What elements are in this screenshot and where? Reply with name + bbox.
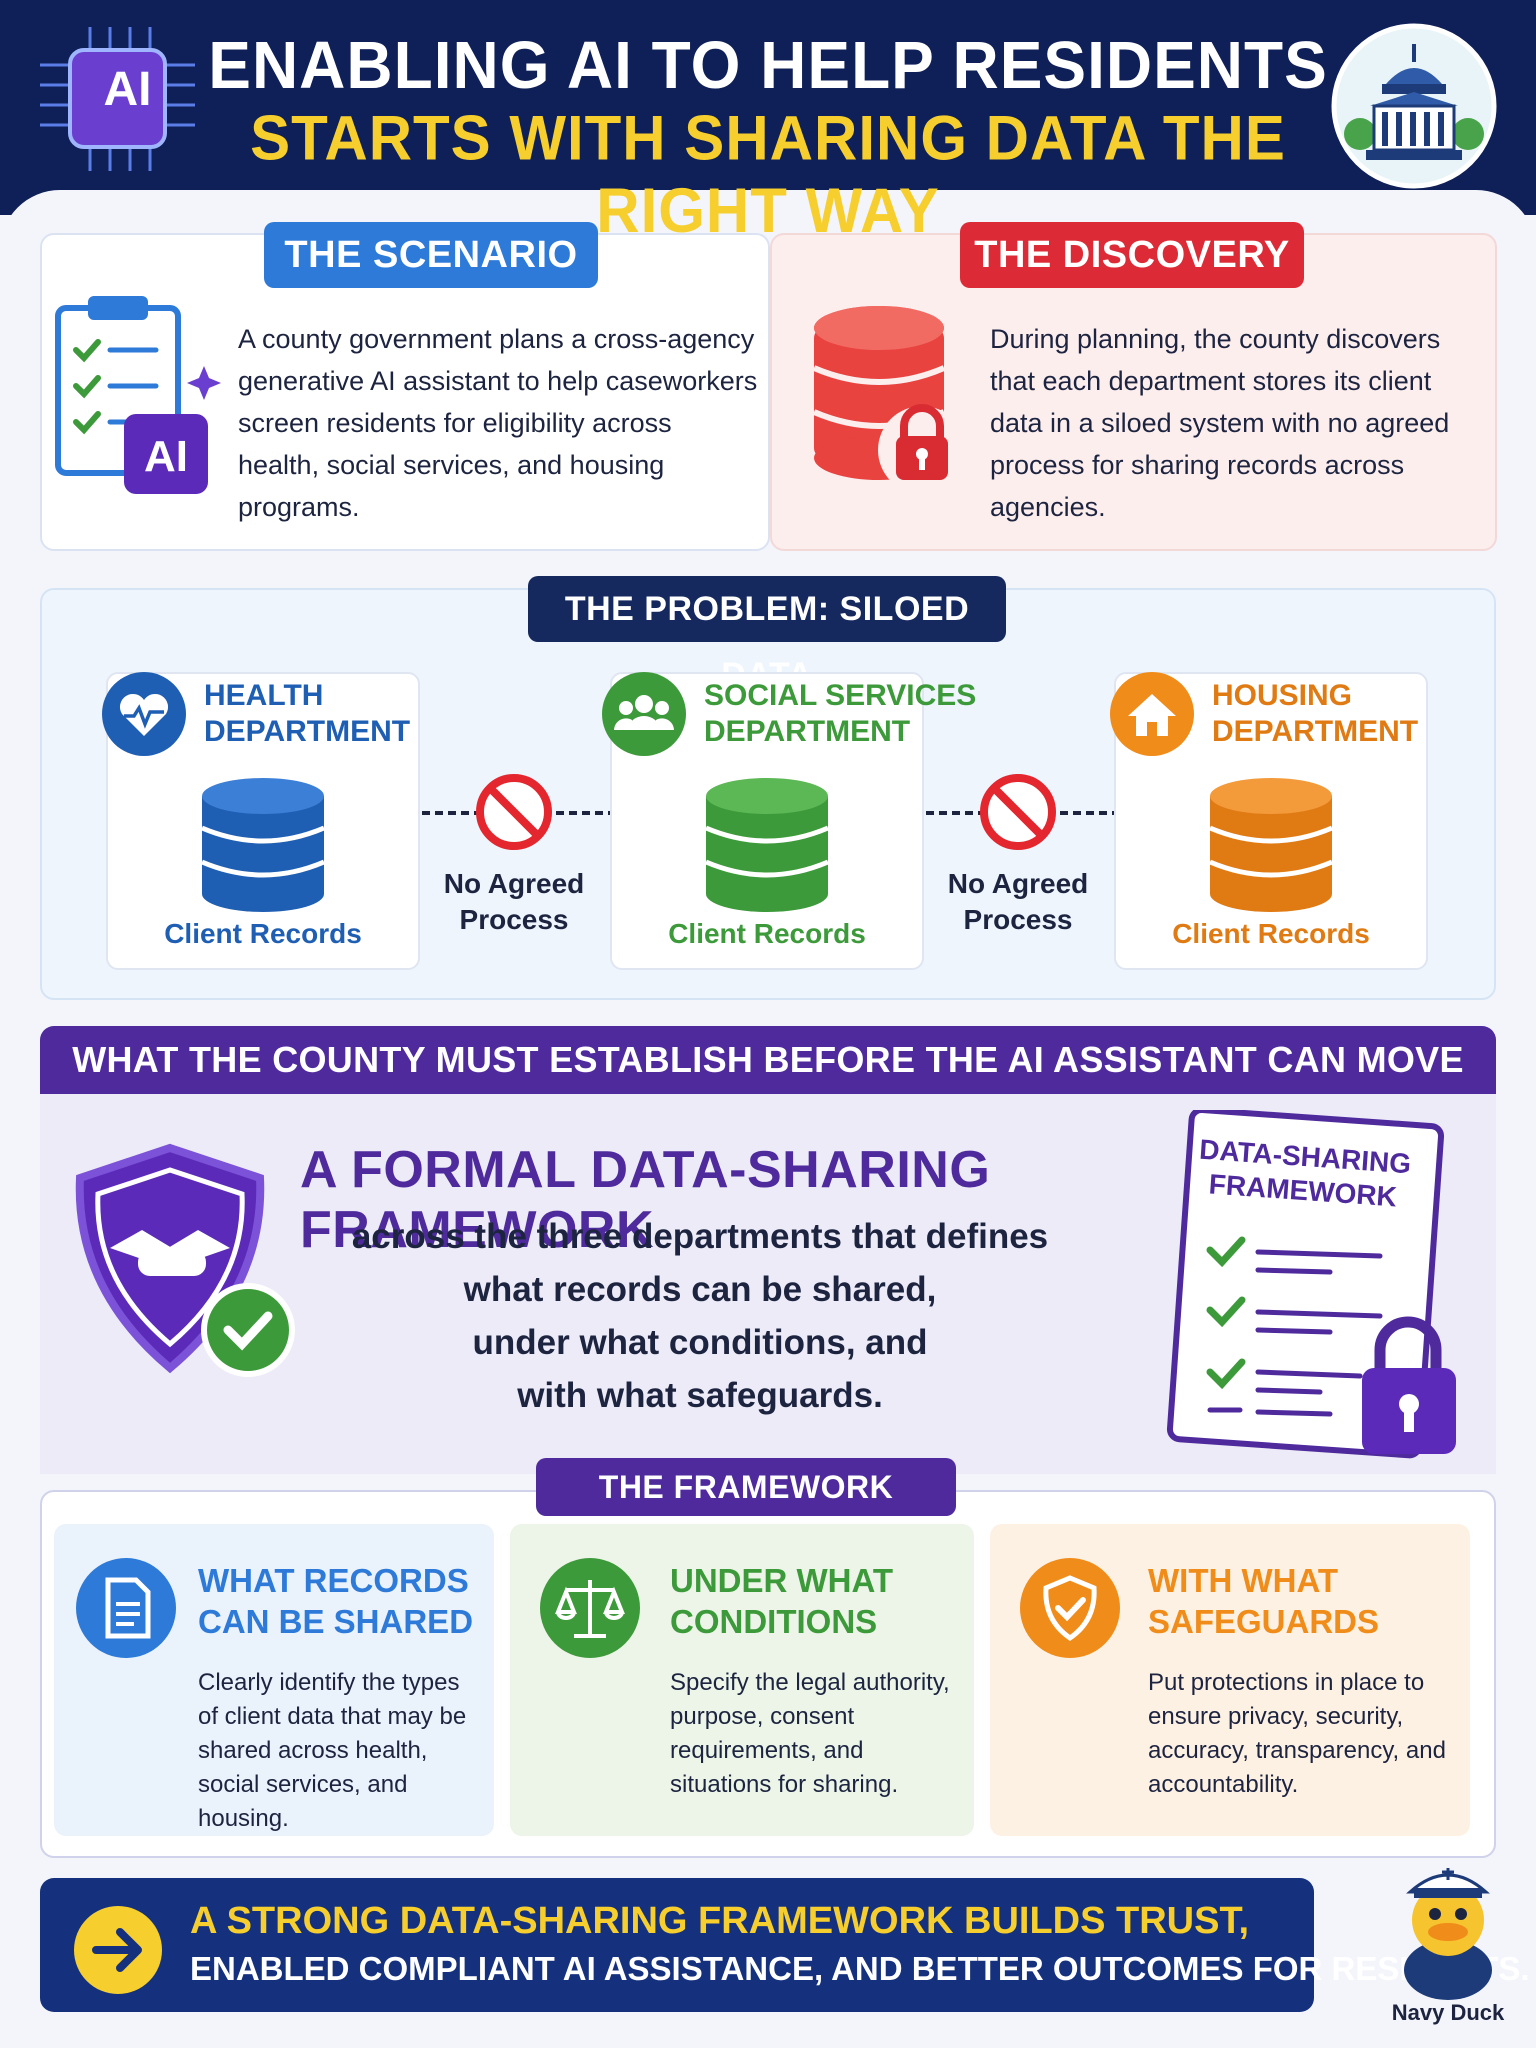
navy-duck-label: Navy Duck: [1391, 2000, 1505, 2025]
connector-dash: [556, 811, 616, 815]
house-icon: [1110, 672, 1194, 756]
header-band: [0, 0, 1536, 215]
arrow-right-icon: [74, 1906, 162, 1994]
under-what-conditions-text: Specify the legal authority, purpose, co…: [670, 1669, 950, 1798]
clipboard-checklist-icon: [55, 296, 221, 494]
problem-heading: THE PROBLEM: SILOED DATA: [528, 576, 1006, 694]
social-services-client-records: Client Records: [668, 918, 866, 949]
capitol-building-icon: [1331, 23, 1497, 189]
scenario-text: A county government plans a cross-agency…: [238, 324, 758, 522]
social-services-database-icon: [705, 778, 829, 912]
conclusion-line2: ENABLED COMPLIANT AI ASSISTANCE, AND BET…: [190, 1950, 1530, 1987]
ai-chip-label: AI: [103, 63, 152, 116]
document-icon: [76, 1558, 176, 1658]
shield-check-icon: [1020, 1558, 1120, 1658]
people-group-icon: [602, 672, 686, 756]
discovery-heading: THE DISCOVERY: [960, 222, 1304, 288]
connector-dash: [1060, 811, 1120, 815]
connector-dash: [926, 811, 986, 815]
scales-of-justice-icon: [540, 1558, 640, 1658]
conclusion-line1: A STRONG DATA-SHARING FRAMEWORK BUILDS T…: [190, 1900, 1250, 1942]
ai-chip-icon: [40, 27, 195, 171]
housing-database-icon: [1209, 778, 1333, 912]
scenario-heading: THE SCENARIO: [264, 222, 598, 288]
navy-duck-mascot-icon: [1404, 1868, 1492, 2000]
locked-database-icon: [812, 306, 966, 494]
main-title-line1: ENABLING AI TO HELP RESIDENTS: [208, 27, 1328, 103]
framework-description: across the three departments that define…: [351, 1217, 1049, 1415]
heart-pulse-icon: [102, 672, 186, 756]
prohibited-icon: [980, 774, 1056, 850]
what-records-text: Clearly identify the types of client dat…: [198, 1669, 467, 1832]
handshake-shield-icon: [75, 1143, 295, 1377]
prohibited-icon: [476, 774, 552, 850]
framework-defines-heading: THE FRAMEWORK DEFINES: [536, 1458, 956, 1563]
framework-document-icon: [1166, 1110, 1456, 1459]
connector-dash: [422, 811, 482, 815]
housing-client-records: Client Records: [1172, 918, 1370, 949]
discovery-text: During planning, the county discovers th…: [990, 324, 1450, 522]
establish-banner: WHAT THE COUNTY MUST ESTABLISH BEFORE TH…: [40, 1026, 1496, 1148]
conclusion-banner: [40, 1878, 1314, 2012]
ai-badge-label: AI: [144, 432, 188, 481]
framework-title: A FORMAL DATA-SHARING FRAMEWORK: [300, 1141, 991, 1259]
health-client-records: Client Records: [164, 918, 362, 949]
health-database-icon: [201, 778, 325, 912]
with-what-safeguards-text: Put protections in place to ensure priva…: [1148, 1669, 1446, 1798]
